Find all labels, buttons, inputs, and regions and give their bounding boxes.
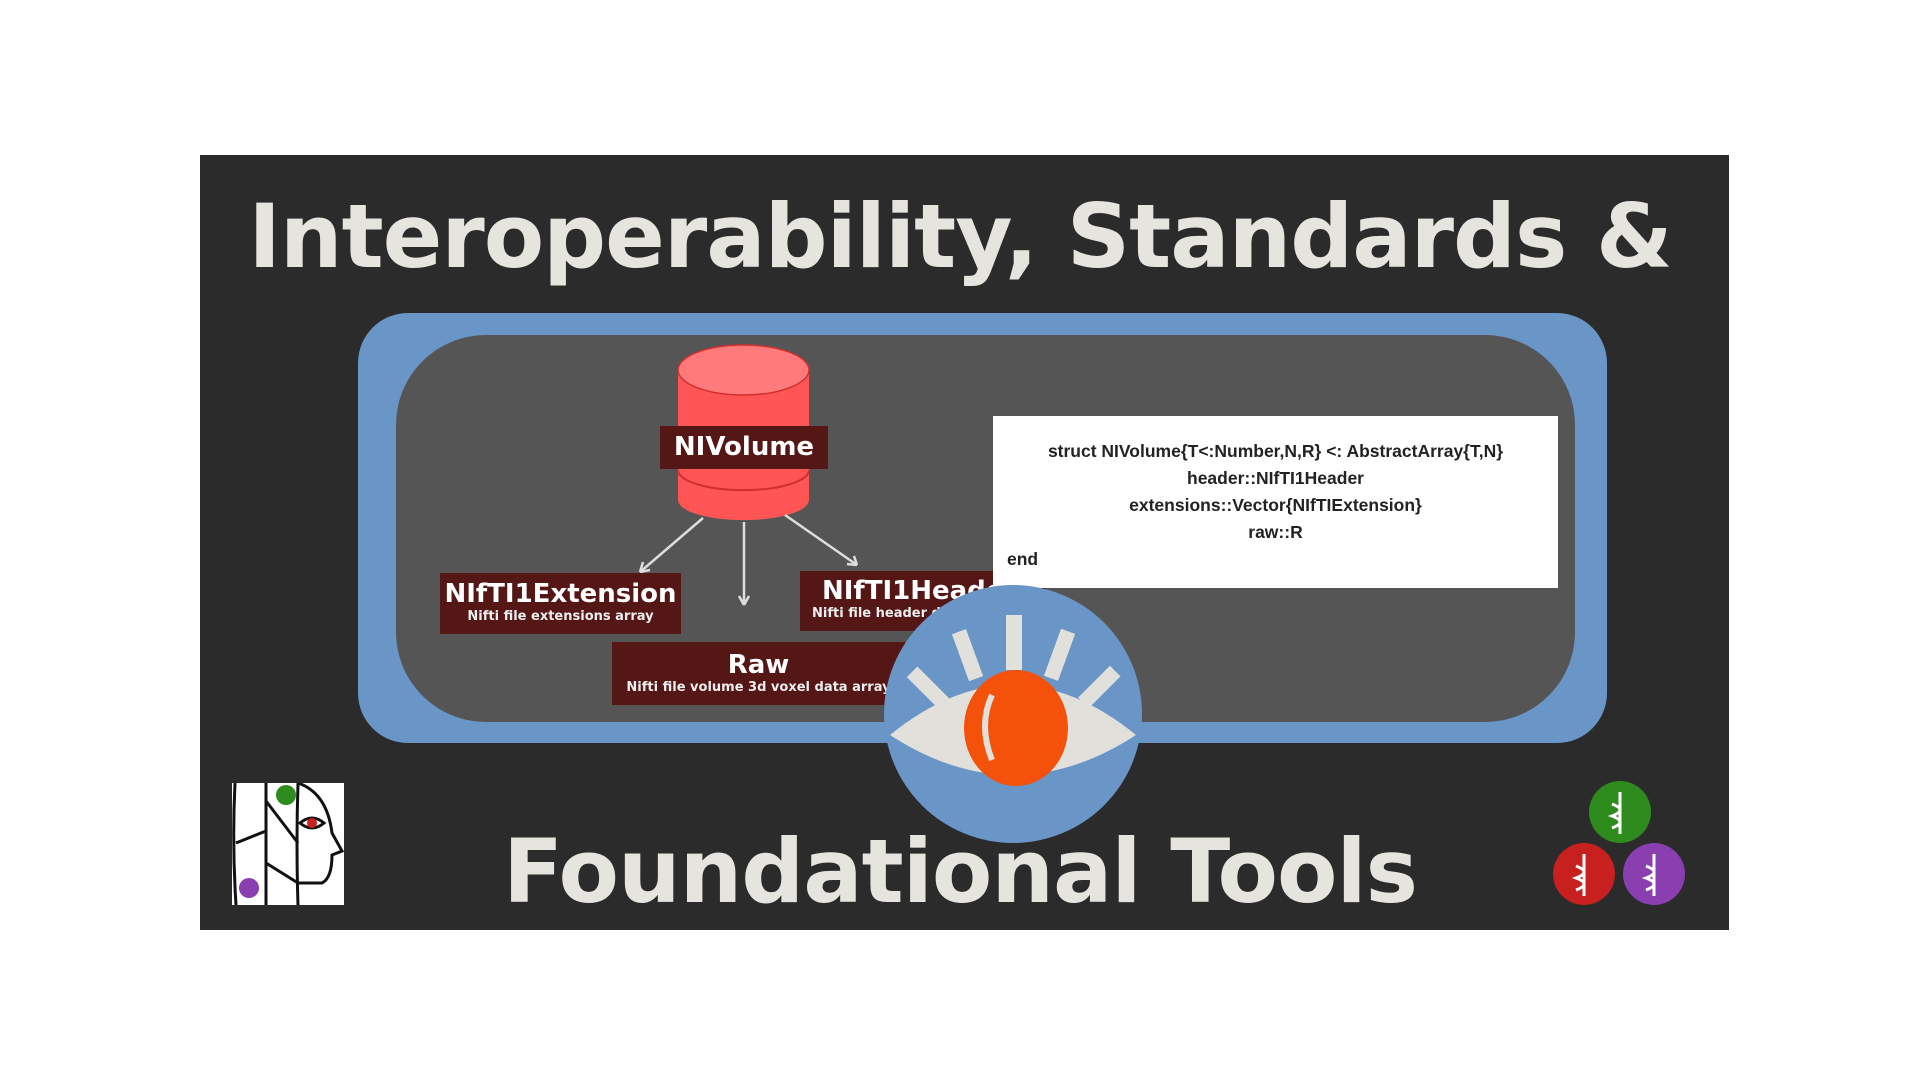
code-line: raw::R — [1248, 522, 1303, 542]
red-staff-icon — [1553, 843, 1615, 905]
extension-box: NIfTI1Extension Nifti file extensions ar… — [440, 573, 681, 634]
code-line: header::NIfTI1Header — [1187, 468, 1364, 488]
nivolume-label: NIVolume — [660, 426, 828, 469]
title-bottom: Foundational Tools — [503, 820, 1418, 923]
head-logo-icon — [232, 783, 344, 905]
eye-logo-icon — [884, 585, 1142, 843]
raw-box: Raw Nifti file volume 3d voxel data arra… — [612, 642, 905, 705]
green-staff-icon — [1589, 781, 1651, 843]
code-line: end — [1007, 549, 1039, 569]
nivolume-title: NIVolume — [673, 432, 815, 462]
purple-staff-icon — [1623, 843, 1685, 905]
code-line: struct NIVolume{T<:Number,N,R} <: Abstra… — [1047, 441, 1504, 461]
caduceus-icons — [1553, 781, 1685, 905]
extension-subtitle: Nifti file extensions array — [467, 609, 654, 624]
code-box: struct NIVolume{T<:Number,N,R} <: Abstra… — [993, 416, 1558, 588]
header-subtitle: Nifti file header d — [812, 606, 941, 621]
code-line: extensions::Vector{NIfTIExtension} — [1129, 495, 1422, 515]
title-top: Interoperability, Standards & — [248, 185, 1673, 288]
extension-title: NIfTI1Extension — [444, 579, 677, 609]
arrows — [638, 513, 859, 606]
raw-title: Raw — [727, 650, 790, 680]
raw-subtitle: Nifti file volume 3d voxel data array — [626, 680, 891, 695]
